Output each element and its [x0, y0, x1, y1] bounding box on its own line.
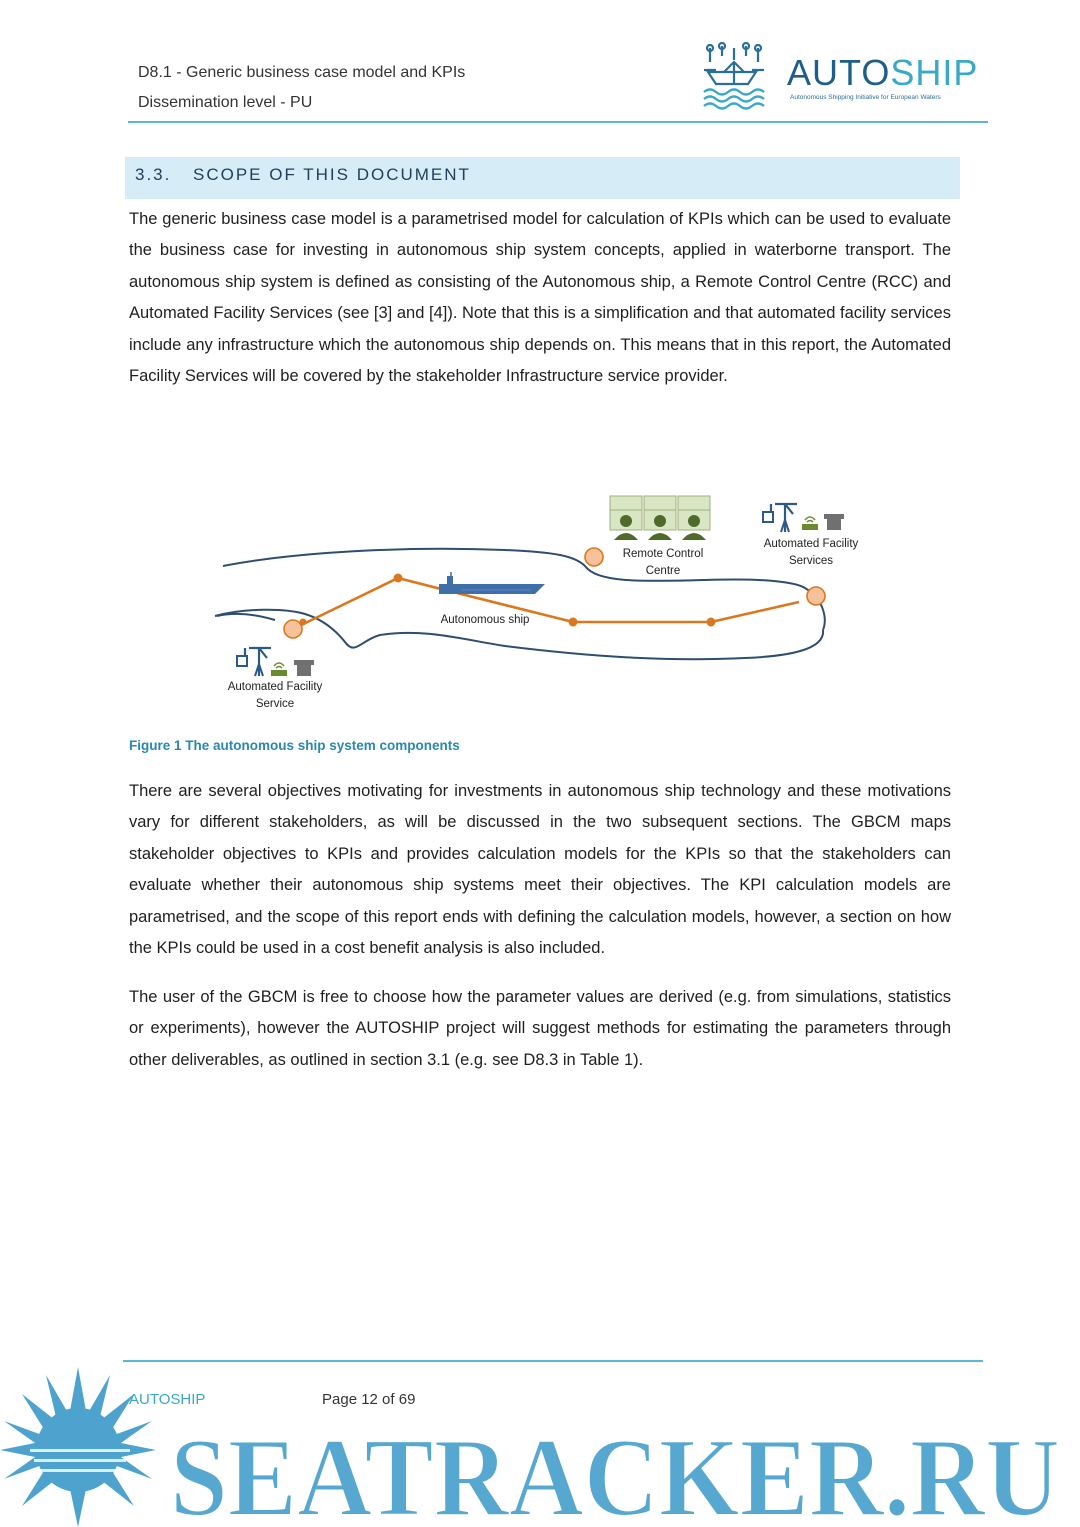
- footer-brand: AUTOSHIP: [129, 1391, 206, 1408]
- ship-route: [292, 576, 800, 631]
- afs-right-label-line1: Automated Facility: [764, 538, 859, 550]
- ship-icon: [439, 572, 545, 594]
- remote-control-centre-icon: [609, 495, 711, 540]
- section-number: 3.3.: [135, 165, 172, 184]
- rcc-label-line2: Centre: [646, 565, 681, 577]
- crane-icon-left: [236, 646, 314, 677]
- rcc-label-line1: Remote Control: [623, 548, 704, 560]
- sun-icon: [0, 1367, 156, 1527]
- port-node-right: [806, 586, 826, 606]
- section-heading: 3.3. SCOPE OF THIS DOCUMENT: [125, 157, 960, 199]
- route-waypoint: [706, 617, 716, 627]
- paragraph-parameters: The user of the GBCM is free to choose h…: [129, 988, 951, 1069]
- port-node-left: [283, 619, 303, 639]
- afs-left-label-line2: Service: [256, 698, 294, 710]
- footer-rule: [123, 1360, 983, 1362]
- logo-wordmark: AUTOSHIP: [787, 52, 979, 93]
- rcc-node: [584, 547, 604, 567]
- watermark-text: SEATRACKER.RU: [170, 1416, 1060, 1527]
- page-number: Page 12 of 69: [322, 1391, 416, 1408]
- section-title: SCOPE OF THIS DOCUMENT: [193, 165, 471, 184]
- shore-left-tip: [216, 612, 276, 621]
- seatracker-watermark: SEATRACKER.RU: [0, 1367, 1061, 1527]
- paragraph-objectives: There are several objectives motivating …: [129, 782, 951, 958]
- afs-left-label-line1: Automated Facility: [228, 681, 323, 693]
- route-waypoint: [393, 573, 403, 583]
- afs-right-label-line2: Services: [789, 555, 833, 567]
- logo-tagline: Autonomous Shipping Initiative for Europ…: [790, 94, 941, 101]
- crane-icon-right: [762, 502, 844, 533]
- ship-network-icon: [703, 42, 765, 110]
- paragraph-intro: The generic business case model is a par…: [129, 210, 951, 386]
- system-components-figure: Autonomous ship Remote Control Centre: [205, 490, 885, 720]
- shore-lower: [214, 608, 825, 661]
- figure-caption: Figure 1 The autonomous ship system comp…: [129, 738, 460, 753]
- ship-label: Autonomous ship: [441, 614, 530, 626]
- autoship-logo: AUTOSHIP Autonomous Shipping Initiative …: [700, 42, 990, 114]
- dissemination-level: Dissemination level - PU: [138, 94, 313, 111]
- header-rule: [128, 121, 988, 123]
- document-title: D8.1 - Generic business case model and K…: [138, 64, 466, 81]
- shore-upper: [222, 547, 826, 631]
- route-waypoint: [568, 617, 578, 627]
